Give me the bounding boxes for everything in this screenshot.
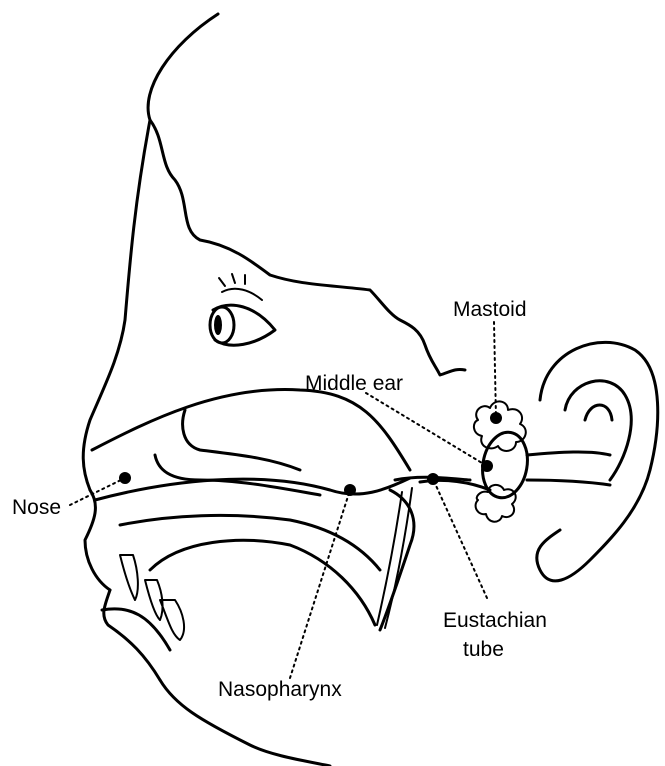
label-mastoid: Mastoid xyxy=(453,298,527,321)
eye xyxy=(210,274,275,345)
label-eustachian: Eustachian xyxy=(443,609,547,632)
middle-ear-point xyxy=(481,460,493,472)
label-middle-ear: Middle ear xyxy=(305,372,403,395)
nasal-cavity xyxy=(92,390,410,640)
label-nose: Nose xyxy=(12,496,61,519)
nasopharynx-point xyxy=(344,484,356,496)
outer-ear xyxy=(537,342,658,581)
eustachian-point xyxy=(427,473,439,485)
eustachian-tube-drawing xyxy=(377,477,490,630)
label-nasopharynx: Nasopharynx xyxy=(218,678,342,701)
label-eustachian-tube: tube xyxy=(463,638,504,661)
leader-lines xyxy=(70,322,496,678)
